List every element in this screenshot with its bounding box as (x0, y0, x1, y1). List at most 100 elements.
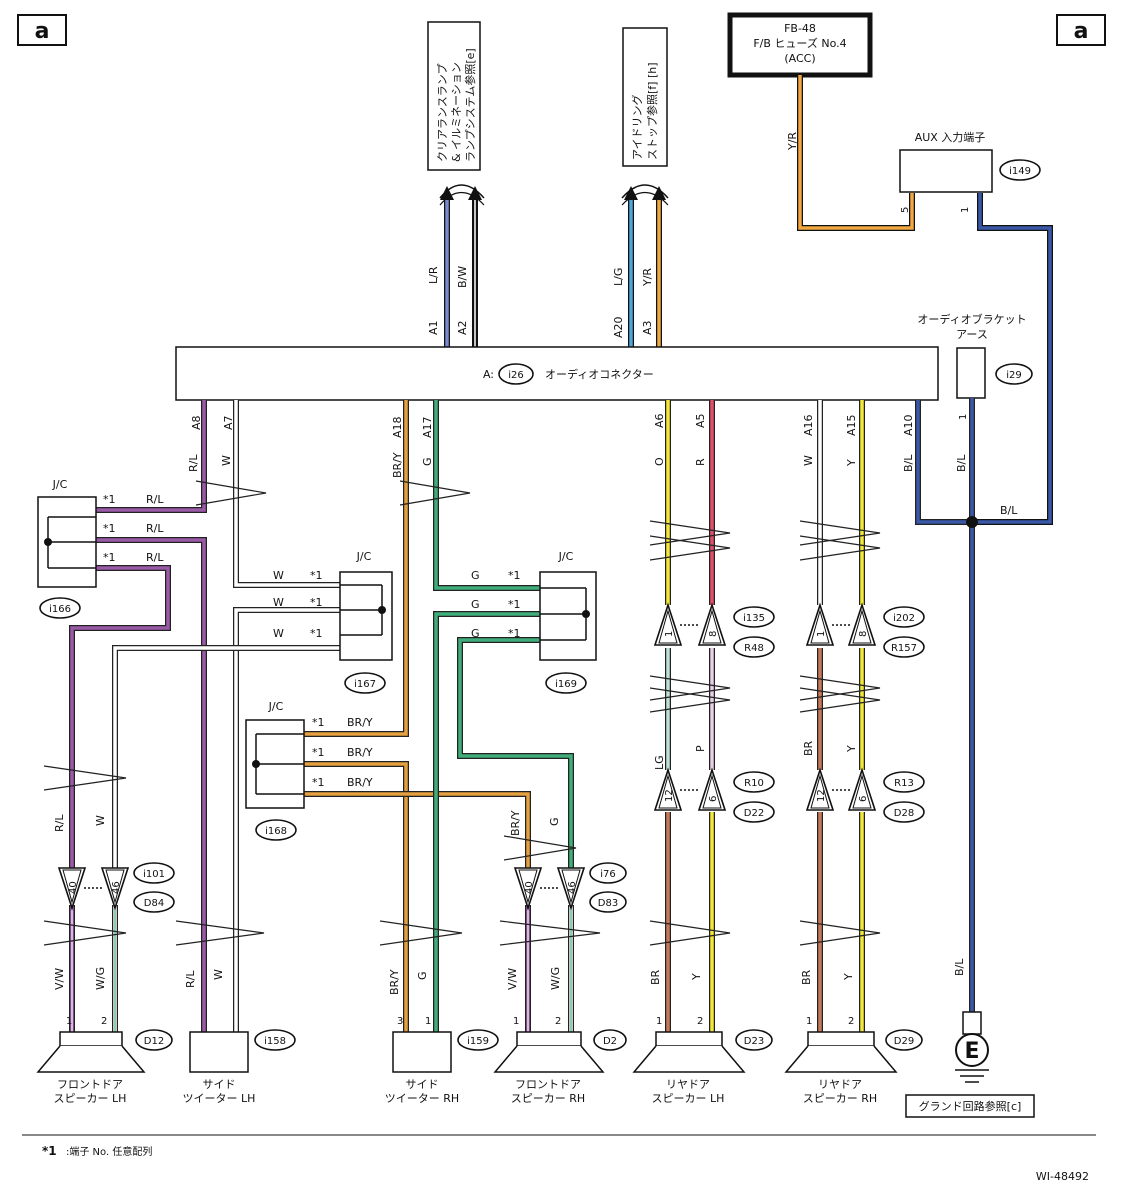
connector-r10-pin12-pin: 12 (664, 789, 675, 802)
break-rl-front (43, 765, 127, 791)
footnote: *1 :端子 No. 任意配列 (42, 1144, 152, 1158)
svg-text:i167: i167 (354, 679, 376, 690)
ref-idling-stop-box: アイドリング ストップ参照[f] [h] (622, 27, 668, 167)
break-a18 (399, 480, 471, 506)
svg-text:J/C: J/C (52, 478, 68, 491)
wire-label-bw: B/W (456, 266, 469, 288)
svg-text:D28: D28 (894, 808, 914, 819)
ref-clearance-lamp-box: クリアランスランプ & イルミネーション ランプシステム参照[e] (427, 21, 481, 171)
svg-text:G: G (471, 627, 480, 640)
svg-text:B/L: B/L (902, 454, 915, 472)
break-rear-lh-3 (649, 687, 731, 713)
audio-connector-i26: A: i26 オーディオコネクター (175, 346, 939, 401)
break-rear-rh-1 (799, 535, 881, 561)
svg-text:G: G (471, 598, 480, 611)
svg-text:スピーカー LH: スピーカー LH (54, 1092, 127, 1105)
connector-i202-pin1: 1 (805, 602, 835, 646)
wire-label-yr-top: Y/R (641, 268, 654, 287)
svg-text:BR/Y: BR/Y (391, 452, 404, 478)
svg-text:& イルミネーション: & イルミネーション (450, 62, 463, 162)
junction-i167: J/C i167 *1 *1 *1 W W W (273, 550, 393, 694)
svg-text:クリアランスランプ: クリアランスランプ (436, 64, 449, 162)
svg-text:D84: D84 (144, 898, 164, 909)
connector-i76-pin46: 46 (556, 867, 586, 911)
svg-text::端子 No. 任意配列: :端子 No. 任意配列 (66, 1145, 152, 1158)
connector-i76-pin40-pin: 40 (524, 881, 535, 894)
connector-r10-pin6: 6 (697, 767, 727, 811)
wire-bl-a10 (915, 400, 972, 525)
svg-text:i158: i158 (264, 1036, 286, 1047)
svg-text:B/L: B/L (1000, 504, 1018, 517)
break-rear-rh (799, 920, 881, 946)
connector-i202-pin1-pin: 1 (816, 631, 827, 637)
svg-text:*1: *1 (103, 522, 116, 535)
svg-text:i202: i202 (893, 613, 915, 624)
break-rear-rh-3 (799, 687, 881, 713)
pin-a6: A6 (653, 413, 666, 428)
svg-text:*1: *1 (312, 746, 325, 759)
svg-text:*1: *1 (312, 776, 325, 789)
svg-text:スピーカー RH: スピーカー RH (803, 1092, 877, 1105)
junction-i169: J/C i169 *1 *1 *1 G G G (471, 550, 597, 694)
svg-text:i159: i159 (467, 1036, 489, 1047)
bracket-earth: オーディオブラケット アース i29 1 (917, 312, 1033, 420)
svg-text:*1: *1 (310, 627, 323, 640)
svg-text:(ACC): (ACC) (784, 52, 815, 65)
svg-text:ツイーター RH: ツイーター RH (385, 1092, 459, 1105)
svg-text:スピーカー LH: スピーカー LH (652, 1092, 725, 1105)
fuse-box: FB-48 F/B ヒューズ No.4 (ACC) (727, 12, 873, 78)
break-bry-front (503, 835, 577, 861)
svg-text:B/L: B/L (953, 958, 966, 976)
svg-text:Y: Y (845, 745, 858, 753)
svg-text:1: 1 (425, 1016, 431, 1027)
svg-text:BR/Y: BR/Y (347, 776, 373, 789)
svg-text:A:: A: (483, 368, 494, 381)
svg-text:1: 1 (960, 207, 971, 213)
svg-text:*1: *1 (508, 569, 521, 582)
svg-text:サイド: サイド (203, 1078, 236, 1091)
wire-label-lg: L/G (612, 268, 625, 286)
svg-text:3: 3 (397, 1016, 403, 1027)
svg-text:R: R (694, 458, 707, 466)
wire-rl-jc-tweeter (96, 537, 207, 1032)
svg-text:Y: Y (690, 973, 703, 981)
wire-w-a7 (233, 400, 340, 588)
wire-g-jc-tweeter (433, 611, 540, 1032)
svg-text:B/L: B/L (955, 454, 968, 472)
svg-text:i26: i26 (508, 370, 524, 381)
svg-text:R/L: R/L (146, 522, 164, 535)
svg-text:1: 1 (513, 1016, 519, 1027)
figure-id: WI-48492 (1036, 1170, 1089, 1183)
svg-text:R/L: R/L (146, 493, 164, 506)
svg-text:i135: i135 (743, 613, 765, 624)
svg-text:W: W (273, 596, 284, 609)
pin-a1: A1 (427, 320, 440, 335)
wire-label-yr-fuse: Y/R (786, 132, 799, 151)
ground-e: E グランド回路参照[c] (905, 1011, 1035, 1118)
wire-harness (43, 398, 978, 1032)
pin-a5: A5 (694, 413, 707, 428)
svg-text:*1: *1 (42, 1144, 57, 1158)
break-front-lh (43, 920, 127, 946)
connector-r13-pin12-pin: 12 (816, 789, 827, 802)
pin-a18: A18 (391, 416, 404, 438)
svg-text:スピーカー RH: スピーカー RH (511, 1092, 585, 1105)
svg-text:W: W (212, 969, 225, 980)
svg-text:*1: *1 (312, 716, 325, 729)
svg-text:BR/Y: BR/Y (509, 810, 522, 836)
pin-a3: A3 (641, 320, 654, 335)
svg-text:5: 5 (900, 207, 911, 213)
svg-text:J/C: J/C (558, 550, 574, 563)
svg-text:G: G (471, 569, 480, 582)
svg-text:1: 1 (958, 414, 969, 420)
svg-text:R/L: R/L (53, 814, 66, 832)
wire-bw-a2 (468, 186, 482, 348)
connector-i101-pin40: 40 (57, 867, 87, 911)
svg-text:オーディオブラケット: オーディオブラケット (917, 312, 1026, 326)
speaker-rear-door-rh: D29 1 2 リヤドア スピーカー RH (784, 1016, 923, 1105)
speaker-front-door-lh: D12 1 2 フロントドア スピーカー LH (36, 1016, 173, 1105)
svg-text:リヤドア: リヤドア (666, 1078, 710, 1091)
wire-g-jc-front (457, 637, 574, 872)
svg-text:R48: R48 (744, 643, 764, 654)
svg-text:G: G (416, 971, 429, 980)
